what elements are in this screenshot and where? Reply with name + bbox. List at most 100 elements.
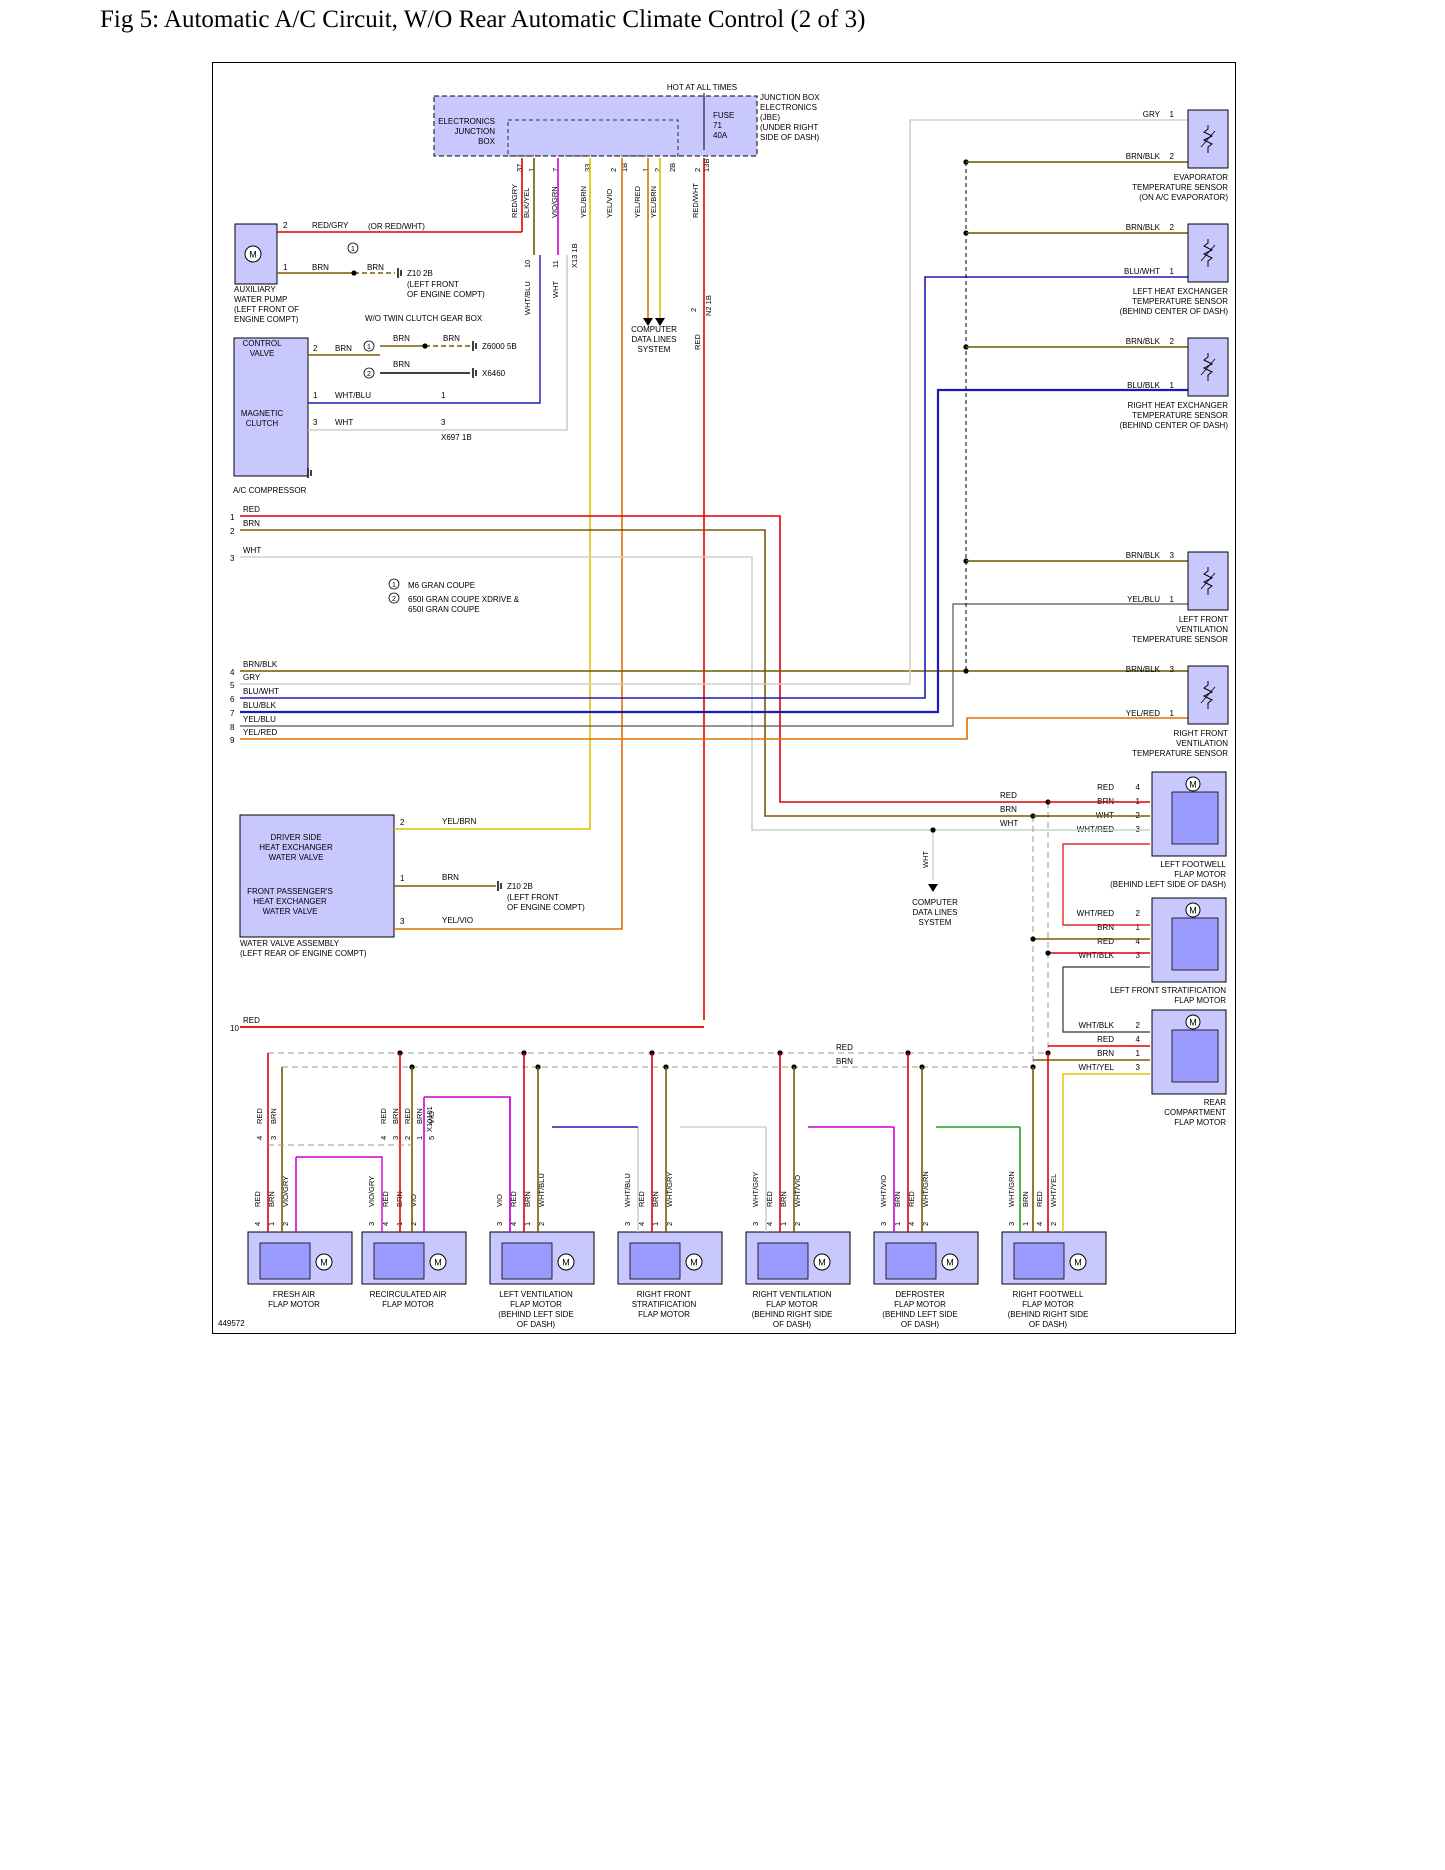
motor-pin: 1 — [267, 1222, 276, 1226]
label: FLAP MOTOR — [1174, 1118, 1226, 1127]
label: OF ENGINE COMPT) — [507, 903, 585, 912]
sensor-pin: 1 — [1170, 267, 1175, 276]
motor-wire-label: VIO — [409, 1194, 418, 1207]
jbe-pin: 2 — [609, 168, 618, 172]
sensor-wire-label: YEL/BLU — [1127, 595, 1160, 604]
motor-wire-label: BRN — [651, 1191, 660, 1207]
motor-wire-label: BRN — [523, 1191, 532, 1207]
motor-wire-label: RED — [1097, 1035, 1114, 1044]
motor-wire-label: RED — [509, 1191, 518, 1207]
label: Z6000 5B — [482, 342, 517, 351]
left-connector-pin: 4 — [230, 668, 235, 677]
splice-dot — [963, 668, 969, 674]
label: 650I GRAN COUPE XDRIVE & — [408, 595, 520, 604]
thermistor-icon — [1202, 681, 1214, 709]
motor-icon — [1069, 1253, 1087, 1271]
thermistor-icon — [1200, 572, 1216, 590]
motor-pin: 2 — [409, 1222, 418, 1226]
label: DATA LINES — [912, 908, 957, 917]
sensor-pin: 1 — [1170, 595, 1175, 604]
motor-icon: M — [434, 1258, 442, 1268]
motor-icon — [941, 1253, 959, 1271]
label: OF DASH) — [901, 1320, 940, 1329]
label: DATA LINES — [631, 335, 676, 344]
legend-marker-1 — [347, 242, 359, 254]
label: BRN — [367, 263, 384, 272]
label: SIDE OF DASH) — [760, 133, 819, 142]
label: RIGHT FRONT — [637, 1290, 692, 1299]
label: WHT/BLU — [523, 281, 532, 315]
thermistor-icon — [1202, 353, 1214, 381]
label: 1 — [400, 874, 405, 883]
sensor-wire-label: BRN/BLK — [1126, 223, 1161, 232]
jbe-pin: 7 — [551, 168, 560, 172]
motor-pin: 2 — [921, 1222, 930, 1226]
label: VENTILATION — [1176, 625, 1228, 634]
label: FLAP MOTOR — [510, 1300, 562, 1309]
label: BRN — [391, 1108, 400, 1124]
motor-pin: 1 — [779, 1222, 788, 1226]
label: WATER VALVE ASSEMBLY — [240, 939, 340, 948]
label: COMPUTER — [631, 325, 677, 334]
sensor-wire-label: GRY — [1143, 110, 1161, 119]
left-connector-wire-label: BRN — [243, 519, 260, 528]
jbe-pin: 1 — [527, 168, 536, 172]
label: AUXILIARY — [234, 285, 276, 294]
motor-pin: 2 — [1136, 909, 1141, 918]
x13-connector-label: X13 1B — [570, 243, 579, 268]
label: (LEFT FRONT — [407, 280, 459, 289]
motor-icon: M — [562, 1258, 570, 1268]
jbe-inner — [507, 119, 679, 157]
label: 4 — [255, 1136, 264, 1140]
left-connector-wire-label: GRY — [243, 673, 261, 682]
wire-blu-blk — [240, 388, 1188, 714]
label: BRN — [442, 873, 459, 882]
left-connector-pin: 10 — [230, 1024, 239, 1033]
jbe-wire-label: YEL/BRN — [579, 186, 588, 218]
label: Z10 2B — [407, 269, 433, 278]
wht-blk-link — [1062, 966, 1150, 1033]
label: WATER VALVE — [269, 853, 324, 862]
jbe-wire-label: BLK/YEL — [522, 188, 531, 218]
motor-wire-label: BRN — [1097, 1049, 1114, 1058]
motor-pin: 2 — [793, 1222, 802, 1226]
ac-compressor — [233, 337, 309, 477]
label: X697 1B — [441, 433, 472, 442]
bus-wire-brn — [240, 529, 1050, 817]
arrow-icon — [655, 318, 665, 326]
label: RED — [255, 1108, 264, 1124]
label: HEAT EXCHANGER — [259, 843, 333, 852]
label: HOT AT ALL TIMES — [667, 83, 737, 92]
motor-icon — [557, 1253, 575, 1271]
label: 650I GRAN COUPE — [408, 605, 480, 614]
sensor-wire-label: BRN/BLK — [1126, 551, 1161, 560]
left-connector-wire-label: BLU/WHT — [243, 687, 279, 696]
motor-wire-label: WHT/BLU — [623, 1173, 632, 1207]
motor-wire-label: WHT/BLK — [1078, 951, 1114, 960]
motor-wire-label: WHT/BLU — [537, 1173, 546, 1207]
wire-yel-blu — [240, 603, 1188, 727]
motor-pin: 3 — [1007, 1222, 1016, 1226]
label: TEMPERATURE SENSOR — [1132, 183, 1228, 192]
label: LEFT VENTILATION — [499, 1290, 573, 1299]
motor-pin: 4 — [765, 1222, 774, 1226]
sensor-pin: 1 — [1170, 709, 1175, 718]
motor-wire-label: WHT/VIO — [793, 1175, 802, 1207]
motor-pin: 2 — [281, 1222, 290, 1226]
flap-motor-body — [885, 1242, 937, 1280]
label: SYSTEM — [919, 918, 952, 927]
label: OF ENGINE COMPT) — [407, 290, 485, 299]
label: Z10 2B — [507, 882, 533, 891]
label: CLUTCH — [246, 419, 279, 428]
label: FRESH AIR — [273, 1290, 315, 1299]
motor-pin: 3 — [1136, 951, 1141, 960]
motor-wire-label: RED — [765, 1191, 774, 1207]
motor-wire-label: BRN — [893, 1191, 902, 1207]
label: 11 — [551, 260, 560, 268]
motor-wire-label: BRN — [1021, 1191, 1030, 1207]
motor-pin: 1 — [1136, 1049, 1141, 1058]
motor-wire-label: WHT/GRY — [751, 1172, 760, 1207]
thermistor-icon — [1200, 130, 1216, 148]
thermistor-icon — [1200, 686, 1216, 704]
